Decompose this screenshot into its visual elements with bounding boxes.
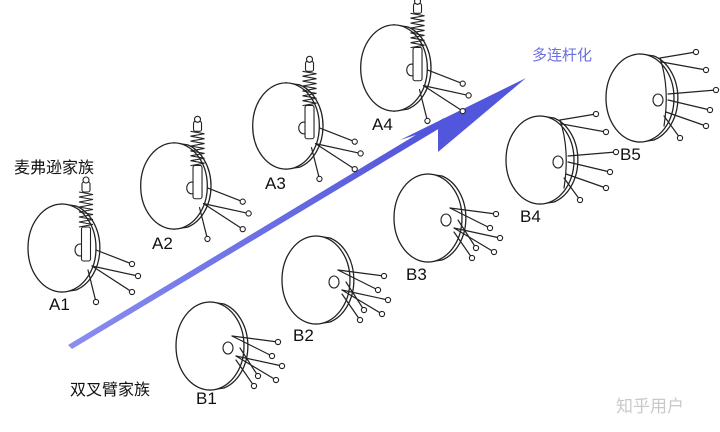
ball-joint	[379, 311, 384, 316]
ball-joint	[93, 299, 98, 304]
ball-joint	[205, 236, 210, 241]
ball-joint	[352, 167, 357, 172]
wheel-assembly-a2	[141, 116, 252, 241]
wheel-label-b4: B4	[520, 207, 541, 226]
ball-joint	[129, 289, 134, 294]
wheel-assembly-b2	[282, 236, 391, 324]
ball-joint	[240, 227, 245, 232]
ball-joint	[677, 135, 682, 140]
hub	[223, 342, 233, 354]
ball-joint	[469, 255, 474, 260]
wheel-label-a2: A2	[152, 234, 173, 253]
ball-joint	[273, 377, 278, 382]
link-arm	[560, 114, 596, 120]
ball-joint	[425, 118, 430, 123]
top-mount	[83, 177, 89, 183]
wheel-face	[606, 54, 674, 142]
ball-joint	[607, 169, 612, 174]
ball-joint	[317, 176, 322, 181]
ball-joint	[487, 225, 492, 230]
ball-joint	[593, 111, 598, 116]
damper	[82, 227, 91, 261]
link-arm	[428, 70, 463, 84]
link-arm	[660, 52, 696, 58]
ball-joint	[385, 297, 390, 302]
ball-joint	[361, 307, 366, 312]
ball-joint	[275, 339, 280, 344]
ball-joint	[466, 93, 471, 98]
wheel-face	[282, 236, 350, 324]
watermark: 知乎用户	[616, 397, 684, 417]
wheel-face	[176, 302, 244, 390]
ball-joint	[497, 235, 502, 240]
ball-joint	[381, 273, 386, 278]
wheel-face	[394, 174, 462, 262]
link-arm	[96, 250, 132, 264]
ball-joint	[375, 287, 380, 292]
wheel-face	[506, 116, 574, 204]
wheel-label-a3: A3	[265, 174, 286, 193]
ball-joint	[246, 211, 251, 216]
ball-joint	[693, 49, 698, 54]
ball-joint	[279, 363, 284, 368]
wheel-label-b2: B2	[293, 326, 314, 345]
ball-joint	[352, 139, 357, 144]
wheel-assembly-b5	[606, 49, 719, 142]
ball-joint	[603, 185, 608, 190]
ball-joint	[357, 317, 362, 322]
ball-joint	[493, 211, 498, 216]
wheel-label-b1: B1	[196, 389, 217, 408]
top-mount	[307, 56, 313, 62]
ball-joint	[240, 199, 245, 204]
hub	[329, 276, 339, 288]
ball-joint	[707, 107, 712, 112]
ball-joint	[269, 353, 274, 358]
ball-joint	[255, 373, 260, 378]
wheels-layer	[28, 0, 719, 390]
ball-joint	[460, 81, 465, 86]
ball-joint	[603, 129, 608, 134]
wheel-assembly-b4	[506, 111, 619, 204]
ball-joint	[703, 123, 708, 128]
trend-label: 多连杆化	[532, 46, 592, 64]
wheel-assembly-b1	[176, 302, 285, 390]
wheel-assembly-a4	[361, 0, 472, 124]
link-arm	[208, 188, 243, 202]
damper	[305, 105, 314, 138]
macpherson-family-label: 麦弗逊家族	[14, 158, 94, 177]
wheel-assembly-a1	[28, 177, 141, 305]
double-wishbone-family-label: 双叉臂家族	[70, 380, 150, 399]
wheel-assembly-b3	[394, 174, 503, 262]
ball-joint	[135, 273, 140, 278]
ball-joint	[473, 245, 478, 250]
ball-joint	[703, 67, 708, 72]
ball-joint	[460, 109, 465, 114]
top-mount	[415, 0, 421, 4]
ball-joint	[358, 151, 363, 156]
wheel-label-b3: B3	[406, 265, 427, 284]
ball-joint	[613, 149, 618, 154]
ball-joint	[129, 261, 134, 266]
wheel-label-a1: A1	[49, 295, 70, 314]
hub	[653, 94, 663, 106]
link-arm	[320, 128, 355, 142]
wheel-label-a4: A4	[372, 115, 393, 134]
ball-joint	[491, 249, 496, 254]
damper	[193, 165, 202, 198]
hub	[553, 156, 563, 168]
damper	[413, 47, 422, 80]
ball-joint	[713, 87, 718, 92]
hub	[441, 214, 451, 226]
ball-joint	[251, 383, 256, 388]
wheel-label-b5: B5	[620, 145, 641, 164]
ball-joint	[577, 197, 582, 202]
top-mount	[195, 116, 201, 122]
wheel-assembly-a3	[253, 56, 364, 181]
